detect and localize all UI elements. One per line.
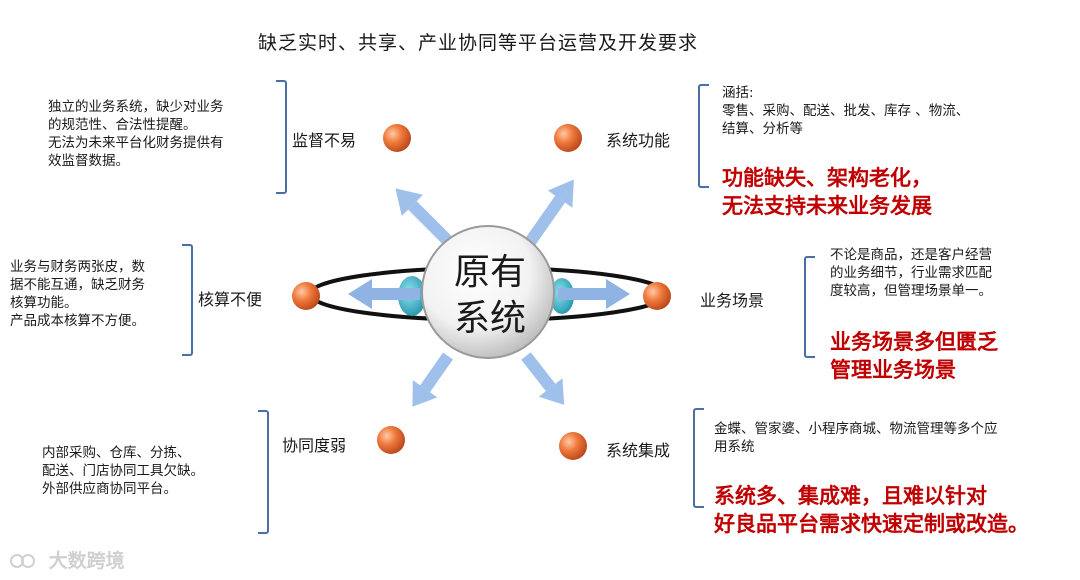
arrow-up-right bbox=[523, 179, 574, 249]
bracket-supervision bbox=[276, 80, 287, 194]
node-accounting bbox=[292, 282, 320, 310]
bracket-scenario bbox=[804, 256, 815, 358]
accounting-label: 核算不便 bbox=[198, 290, 263, 309]
supervision-description: 独立的业务系统，缺少对业务 的规范性、合法性提醒。 无法为未来平台化财务提供有 … bbox=[48, 99, 224, 169]
diagram-title: 缺乏实时、共享、产业协同等平台运营及开发要求 bbox=[258, 32, 699, 54]
bracket-function bbox=[698, 84, 709, 188]
bracket-integration bbox=[693, 408, 704, 508]
watermark: 大数跨境 bbox=[10, 546, 125, 573]
node-collaboration bbox=[377, 426, 405, 454]
integration-highlight: 系统多、集成难，且难以针对 好良品平台需求快速定制或改造。 bbox=[714, 484, 1029, 536]
function-description: 涵括: 零售、采购、配送、批发、库存 、物流、 结算、分析等 bbox=[722, 85, 970, 137]
collaboration-description: 内部采购、仓库、分拣、 配送、门店协同工具欠缺。 外部供应商协同平台。 bbox=[42, 445, 204, 497]
accounting-description: 业务与财务两张皮，数 据不能互通，缺乏财务 核算功能。 产品成本核算不方便。 bbox=[10, 259, 145, 329]
node-function bbox=[554, 124, 582, 152]
watermark-logo-icon bbox=[10, 552, 36, 570]
integration-label: 系统集成 bbox=[606, 441, 671, 460]
arrow-down-left bbox=[412, 352, 453, 407]
bracket-accounting bbox=[182, 244, 193, 356]
watermark-text: 大数跨境 bbox=[48, 550, 125, 572]
function-label: 系统功能 bbox=[606, 131, 671, 150]
integration-description: 金蝶、管家婆、小程序商城、物流管理等多个应 用系统 bbox=[714, 421, 998, 455]
center-label: 原有 系统 bbox=[453, 252, 526, 339]
node-integration bbox=[559, 432, 587, 460]
center-sphere bbox=[421, 225, 555, 359]
scenario-description: 不论是商品，还是客户经营 的业务细节，行业需求匹配 度较高，但管理场景单一。 bbox=[830, 247, 992, 299]
arrow-up-left bbox=[395, 188, 457, 250]
arrow-left bbox=[348, 279, 420, 309]
scenario-label: 业务场景 bbox=[700, 291, 765, 310]
supervision-label: 监督不易 bbox=[292, 131, 357, 150]
arrow-down-right bbox=[521, 352, 565, 405]
function-highlight: 功能缺失、架构老化， 无法支持未来业务发展 bbox=[722, 166, 932, 218]
node-scenario bbox=[643, 282, 671, 310]
collaboration-label: 协同度弱 bbox=[282, 436, 347, 455]
node-supervision bbox=[383, 124, 411, 152]
scenario-highlight: 业务场景多但匮乏 管理业务场景 bbox=[830, 330, 998, 382]
arrow-right bbox=[558, 279, 630, 309]
bracket-collaboration bbox=[258, 410, 269, 534]
